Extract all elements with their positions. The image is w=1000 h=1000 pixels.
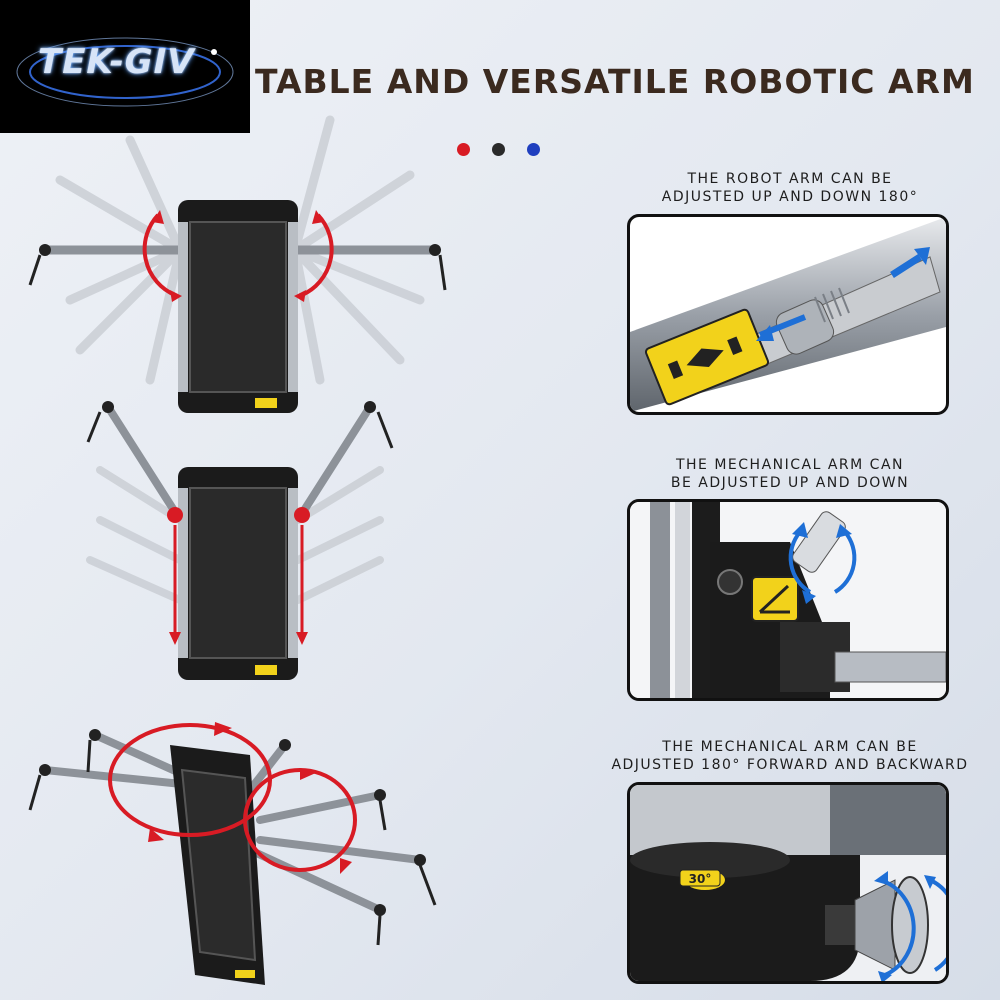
brand-logo: TEK-GIV <box>0 0 250 133</box>
color-option-red[interactable] <box>457 143 470 156</box>
machine-angled-view <box>28 722 437 985</box>
machine-front-view-top <box>28 115 447 413</box>
feature-1-caption-line1: THE ROBOT ARM CAN BE <box>687 171 893 187</box>
color-option-blue[interactable] <box>527 143 540 156</box>
logo-text: TEK-GIV <box>38 42 195 82</box>
feature-2-caption-line2: BE ADJUSTED UP AND DOWN <box>670 475 910 491</box>
dial-angle-label: 30° <box>689 872 712 886</box>
machine-diagrams <box>28 115 447 985</box>
feature-3-caption: THE MECHANICAL ARM CAN BE ADJUSTED 180° … <box>610 738 970 774</box>
feature-1-image <box>627 214 949 415</box>
feature-3-image: 30° <box>627 782 949 984</box>
machine-front-view-middle <box>86 401 394 680</box>
feature-3-caption-line1: THE MECHANICAL ARM CAN BE <box>662 739 918 755</box>
logo-swoosh-icon <box>16 37 234 107</box>
feature-2-caption-line1: THE MECHANICAL ARM CAN <box>675 457 905 473</box>
feature-2-caption: THE MECHANICAL ARM CAN BE ADJUSTED UP AN… <box>640 456 940 492</box>
color-option-black[interactable] <box>492 143 505 156</box>
feature-1-caption: THE ROBOT ARM CAN BE ADJUSTED UP AND DOW… <box>640 170 940 206</box>
adjust-pin-icon <box>667 336 743 380</box>
angle-adjust-icon <box>758 584 790 614</box>
feature-2-image <box>627 499 949 701</box>
page-title: TABLE AND VERSATILE ROBOTIC ARM <box>255 62 975 101</box>
feature-3-caption-line2: ADJUSTED 180° FORWARD AND BACKWARD <box>611 757 969 773</box>
feature-1-caption-line2: ADJUSTED UP AND DOWN 180° <box>661 189 919 205</box>
